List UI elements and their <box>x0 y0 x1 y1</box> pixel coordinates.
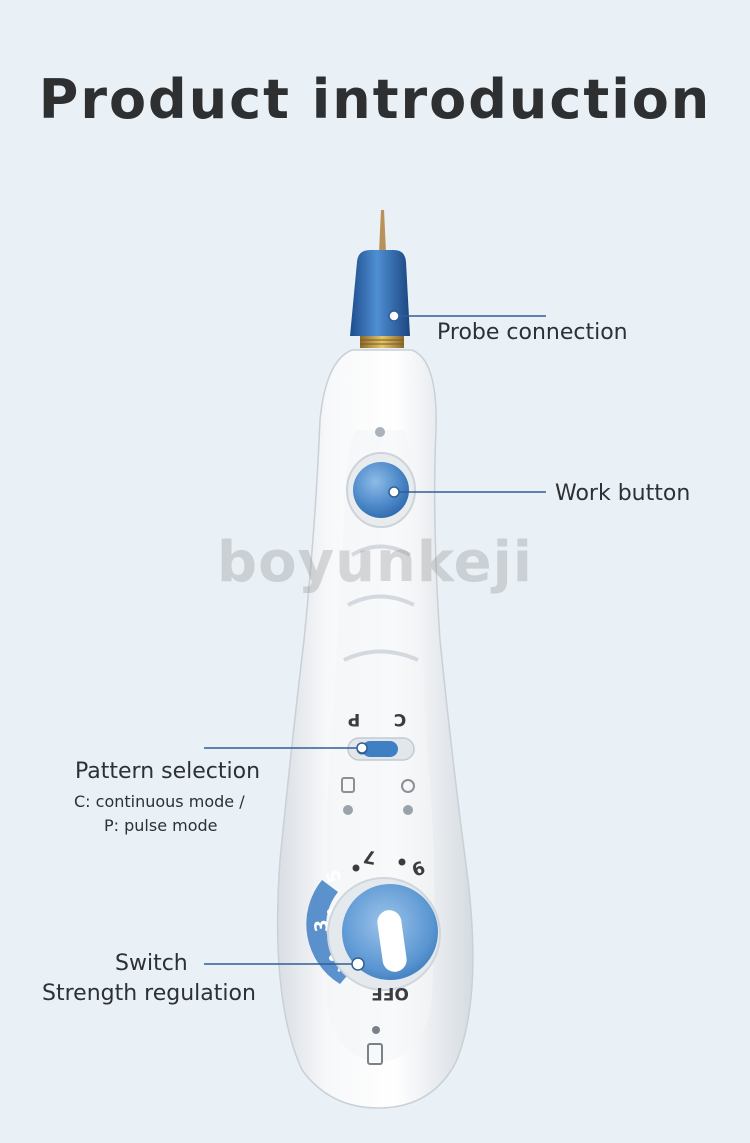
callout-probe-connection: Probe connection <box>437 320 628 345</box>
callout-work-button: Work button <box>555 481 691 506</box>
callout-switch: Switch <box>115 951 188 976</box>
grip-ridge <box>343 649 419 662</box>
probe-thread <box>360 336 404 348</box>
battery-icon <box>367 1043 383 1065</box>
power-icon <box>401 779 415 793</box>
callout-pattern-selection: Pattern selection <box>75 759 261 784</box>
indicator-dot-top <box>375 427 385 437</box>
dial-number: 7 <box>362 845 378 868</box>
led-right <box>403 805 413 815</box>
mode-label-p: P <box>348 709 360 729</box>
marker-dot <box>351 957 365 971</box>
callout-pattern-pulse: P: pulse mode <box>104 816 218 835</box>
dial-grip <box>377 910 407 972</box>
callout-strength-regulation: Strength regulation <box>42 981 256 1006</box>
marker-dot <box>388 486 400 498</box>
work-button <box>353 462 409 518</box>
mode-label-c: C <box>394 709 406 729</box>
needle <box>379 210 386 252</box>
marker-dot <box>356 742 368 754</box>
dial-scale-arc <box>306 880 352 984</box>
marker-dot <box>388 310 400 322</box>
probe-cap <box>350 250 410 336</box>
indicator-dot-bottom <box>372 1026 380 1034</box>
dial-off-label: OFF <box>371 983 409 1003</box>
page-title: Product introduction <box>38 68 712 131</box>
callout-pattern-continuous: C: continuous mode / <box>74 792 245 811</box>
pulse-icon <box>341 777 355 793</box>
grip-ridge <box>350 544 411 557</box>
grip-ridge <box>347 594 415 607</box>
mode-slider <box>362 741 398 757</box>
led-left <box>343 805 353 815</box>
watermark: boyunkeji <box>217 530 533 595</box>
